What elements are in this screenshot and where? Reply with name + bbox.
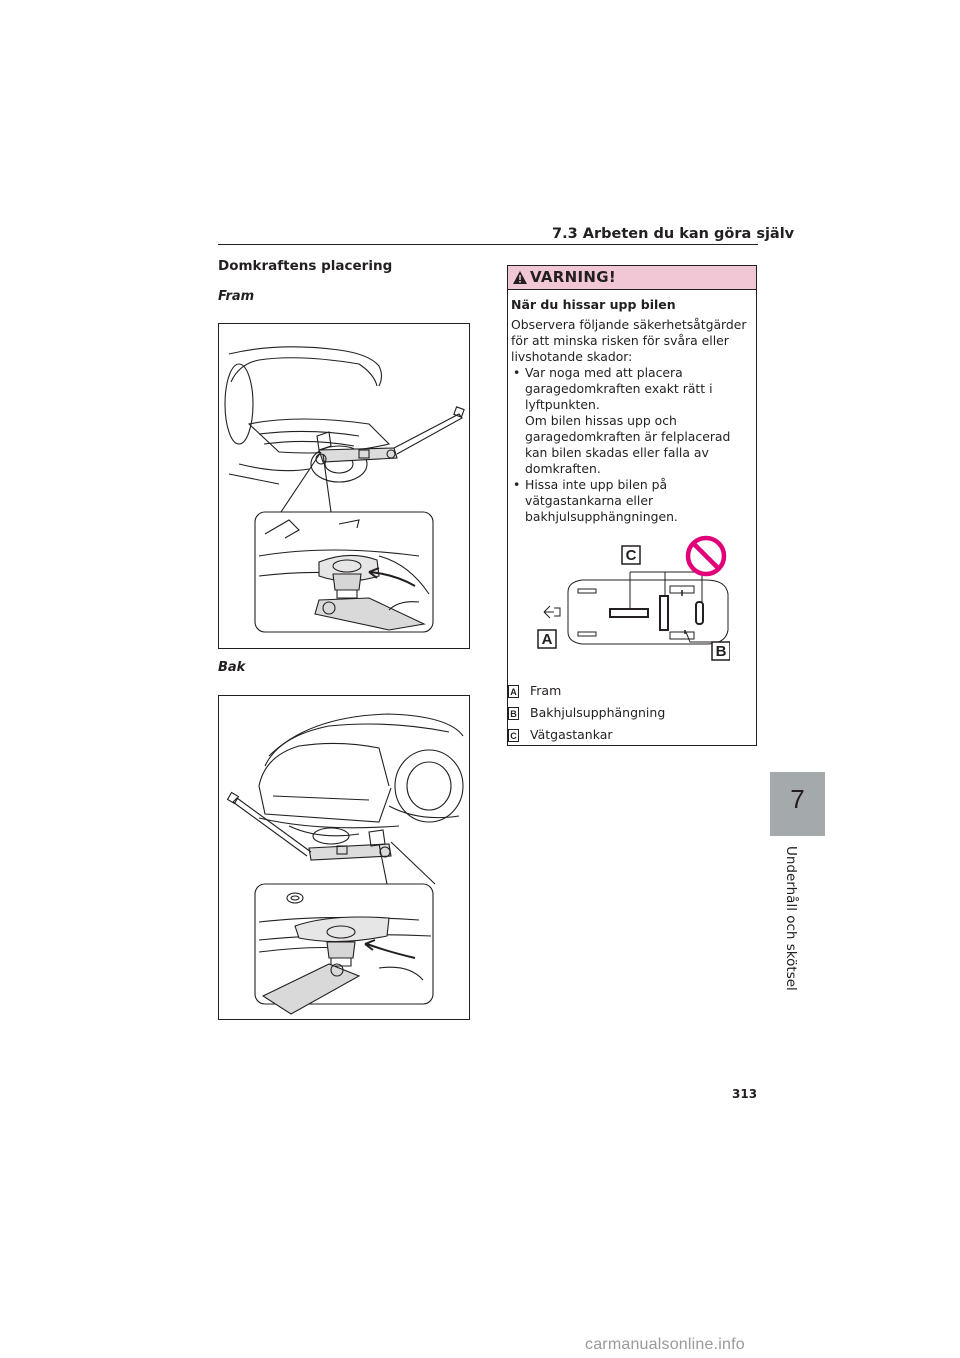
section-heading: Domkraftens placering — [218, 258, 393, 274]
label-b-box — [711, 641, 730, 661]
warning-box: VARNING! När du hissar upp bilen Observe… — [507, 265, 757, 746]
warning-bullet-1-extra: Om bilen hissas upp och garagedomkraften… — [525, 413, 731, 476]
warning-bullet-2: Hissa inte upp bilen på vätgastankarna e… — [511, 477, 751, 525]
chapter-title-vertical: Underhåll och skötsel — [783, 846, 809, 991]
warning-intro: Observera följande säkerhetsåtgärder för… — [511, 317, 747, 364]
legend-key-a: A — [508, 685, 519, 698]
legend-text-a: Fram — [530, 683, 562, 698]
label-c-box — [621, 545, 641, 565]
page-number: 313 — [732, 1087, 758, 1101]
warning-body: Observera följande säkerhetsåtgärder för… — [511, 317, 751, 525]
diagram-legend: A Fram B Bakhjulsupphängning C Vätgastan… — [508, 682, 754, 748]
label-a: A — [542, 631, 553, 648]
prohibition-icon — [685, 535, 727, 577]
rear-jack-illustration — [218, 695, 470, 1020]
legend-item-a: A Fram — [508, 682, 754, 704]
chapter-title: Underhåll och skötsel — [783, 846, 799, 991]
chapter-tab[interactable]: 7 — [770, 772, 825, 836]
label-a-box — [537, 629, 557, 649]
front-figure-label: Fram — [218, 289, 255, 304]
front-jack-illustration — [218, 323, 470, 649]
watermark: carmanualsonline.info — [585, 1336, 745, 1353]
section-title: 7.3 Arbeten du kan göra själv — [552, 226, 795, 242]
legend-text-c: Vätgastankar — [530, 727, 613, 742]
front-jack-drawing — [224, 346, 465, 633]
label-b: B — [716, 643, 727, 660]
warning-title: VARNING! — [530, 268, 616, 286]
rear-figure-label: Bak — [218, 660, 246, 675]
legend-item-b: B Bakhjulsupphängning — [508, 704, 754, 726]
chapter-number: 7 — [790, 784, 805, 814]
warning-triangle-icon — [513, 271, 527, 284]
header-divider — [218, 244, 758, 245]
legend-key-c: C — [508, 729, 519, 742]
warning-bullet-1-text: Var noga med att placera garagedomkrafte… — [525, 365, 713, 412]
warning-bullet-list: Var noga med att placera garagedomkrafte… — [511, 365, 751, 525]
legend-item-c: C Vätgastankar — [508, 726, 754, 748]
label-c: C — [626, 547, 637, 564]
warning-header: VARNING! — [508, 266, 756, 290]
legend-key-b: B — [508, 707, 519, 720]
legend-text-b: Bakhjulsupphängning — [530, 705, 666, 720]
car-top-view-diagram: C A B — [537, 535, 730, 661]
warning-bullet-1: Var noga med att placera garagedomkrafte… — [511, 365, 751, 477]
warning-subtitle: När du hissar upp bilen — [511, 297, 676, 312]
rear-jack-drawing — [226, 713, 464, 1015]
